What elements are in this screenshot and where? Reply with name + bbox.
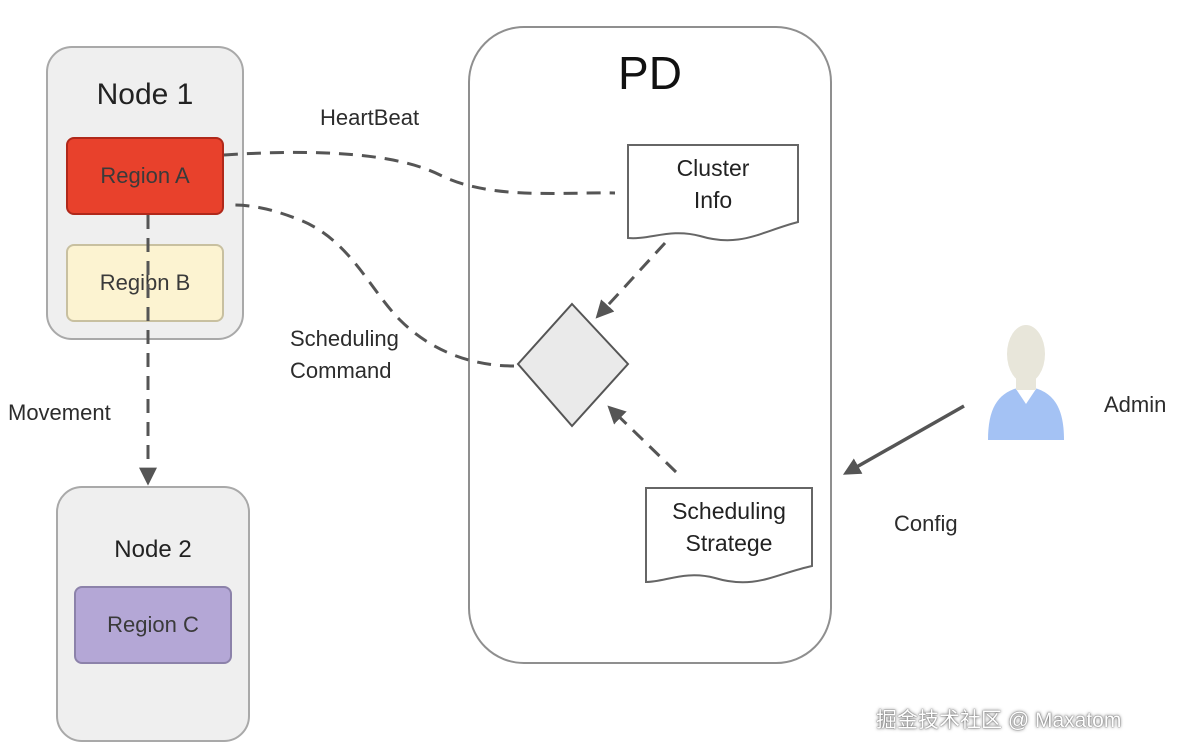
scheduling-strategy-label: Scheduling Strategе <box>646 495 812 559</box>
scheduling-strategy-line-2: Strategе <box>685 530 773 556</box>
region-b: Regibn B <box>66 244 224 322</box>
cluster-info-line-2: Info <box>693 187 733 213</box>
scheduling-command-line <box>232 203 515 368</box>
heartbeat-line <box>223 150 616 195</box>
strategy-to-diamond-arrow <box>607 405 678 474</box>
pd-title: PD <box>618 47 682 99</box>
diamond-icon <box>516 302 630 428</box>
scheduling-strategy-document <box>645 487 813 584</box>
node-1-title: Node 1 <box>96 78 194 111</box>
config-arrow <box>842 404 965 475</box>
watermark: 掘金技术社区 @ Maxatom <box>876 709 1122 732</box>
node-2-title: Node 2 <box>114 536 192 563</box>
scheduling-strategy-line-1: Scheduling <box>672 498 786 524</box>
cluster-info-label: Cluster Info <box>628 152 798 216</box>
movement-label: Movement <box>8 400 111 425</box>
cluster-to-diamond-arrow <box>595 241 667 319</box>
region-c: Region C <box>74 586 232 664</box>
config-label: Config <box>894 511 958 536</box>
heartbeat-label: HeartBeat <box>320 105 420 130</box>
cluster-info-line-1: Cluster <box>676 155 750 181</box>
region-a: Region A <box>66 137 224 215</box>
scheduling-command-label-2: Command <box>290 358 392 383</box>
scheduling-command-label-1: Scheduling <box>290 326 399 351</box>
cluster-info-document <box>627 144 799 242</box>
admin-label: Admin <box>1104 392 1167 417</box>
person-icon <box>988 325 1064 440</box>
